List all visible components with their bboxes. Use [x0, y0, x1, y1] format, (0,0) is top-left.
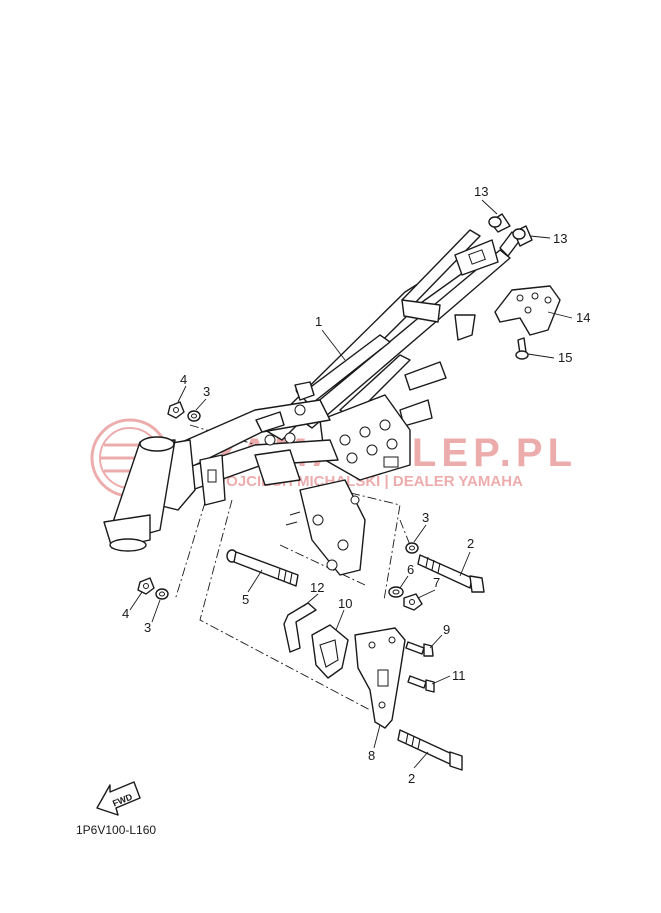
callout-12: 12 — [310, 580, 324, 595]
callout-7: 7 — [433, 575, 440, 590]
callout-2-upper: 2 — [467, 536, 474, 551]
callout-6: 6 — [407, 562, 414, 577]
leader-lines — [129, 199, 573, 769]
callout-5: 5 — [242, 592, 249, 607]
callout-14: 14 — [576, 310, 590, 325]
bolt-15 — [515, 337, 529, 360]
bolt-2-upper — [417, 554, 485, 593]
washer-3-right — [405, 542, 419, 554]
callout-13-right: 13 — [553, 231, 567, 246]
fwd-arrow-icon: FWD — [96, 781, 141, 816]
bracket-14 — [494, 285, 561, 336]
callout-2-lower: 2 — [408, 771, 415, 786]
part-12 — [283, 602, 317, 653]
callout-3-lower: 3 — [144, 620, 151, 635]
washer-3-upper — [187, 410, 201, 422]
callout-8: 8 — [368, 748, 375, 763]
callout-4-upper: 4 — [180, 372, 187, 387]
bolt-5 — [226, 549, 299, 587]
cover-10 — [311, 624, 349, 679]
bolt-2-lower — [397, 729, 463, 771]
callout-4-lower: 4 — [122, 606, 129, 621]
callout-9: 9 — [443, 622, 450, 637]
callout-13-upper: 13 — [474, 184, 488, 199]
washer-6 — [388, 586, 404, 598]
washer-3-lower — [155, 588, 169, 600]
callout-3-right: 3 — [422, 510, 429, 525]
nut-4-lower — [137, 577, 155, 595]
frame-plug-left — [488, 213, 511, 233]
pivot-plate-holes — [339, 419, 399, 468]
diagram-code: 1P6V100-L160 — [76, 823, 156, 837]
callout-3-upper: 3 — [203, 384, 210, 399]
callout-labels: 1 2 2 3 3 3 4 4 5 6 7 8 9 10 11 12 13 13… — [122, 184, 590, 786]
callout-11: 11 — [452, 668, 466, 683]
bolt-9 — [405, 641, 434, 657]
callout-15: 15 — [558, 350, 572, 365]
bracket-8 — [354, 627, 406, 729]
nut-4-upper — [167, 401, 185, 419]
frame-plug-right — [512, 225, 533, 247]
callout-10: 10 — [338, 596, 352, 611]
nut-7 — [403, 593, 423, 611]
main-frame — [103, 229, 521, 576]
bolt-11 — [407, 675, 435, 693]
callout-1: 1 — [315, 314, 322, 329]
